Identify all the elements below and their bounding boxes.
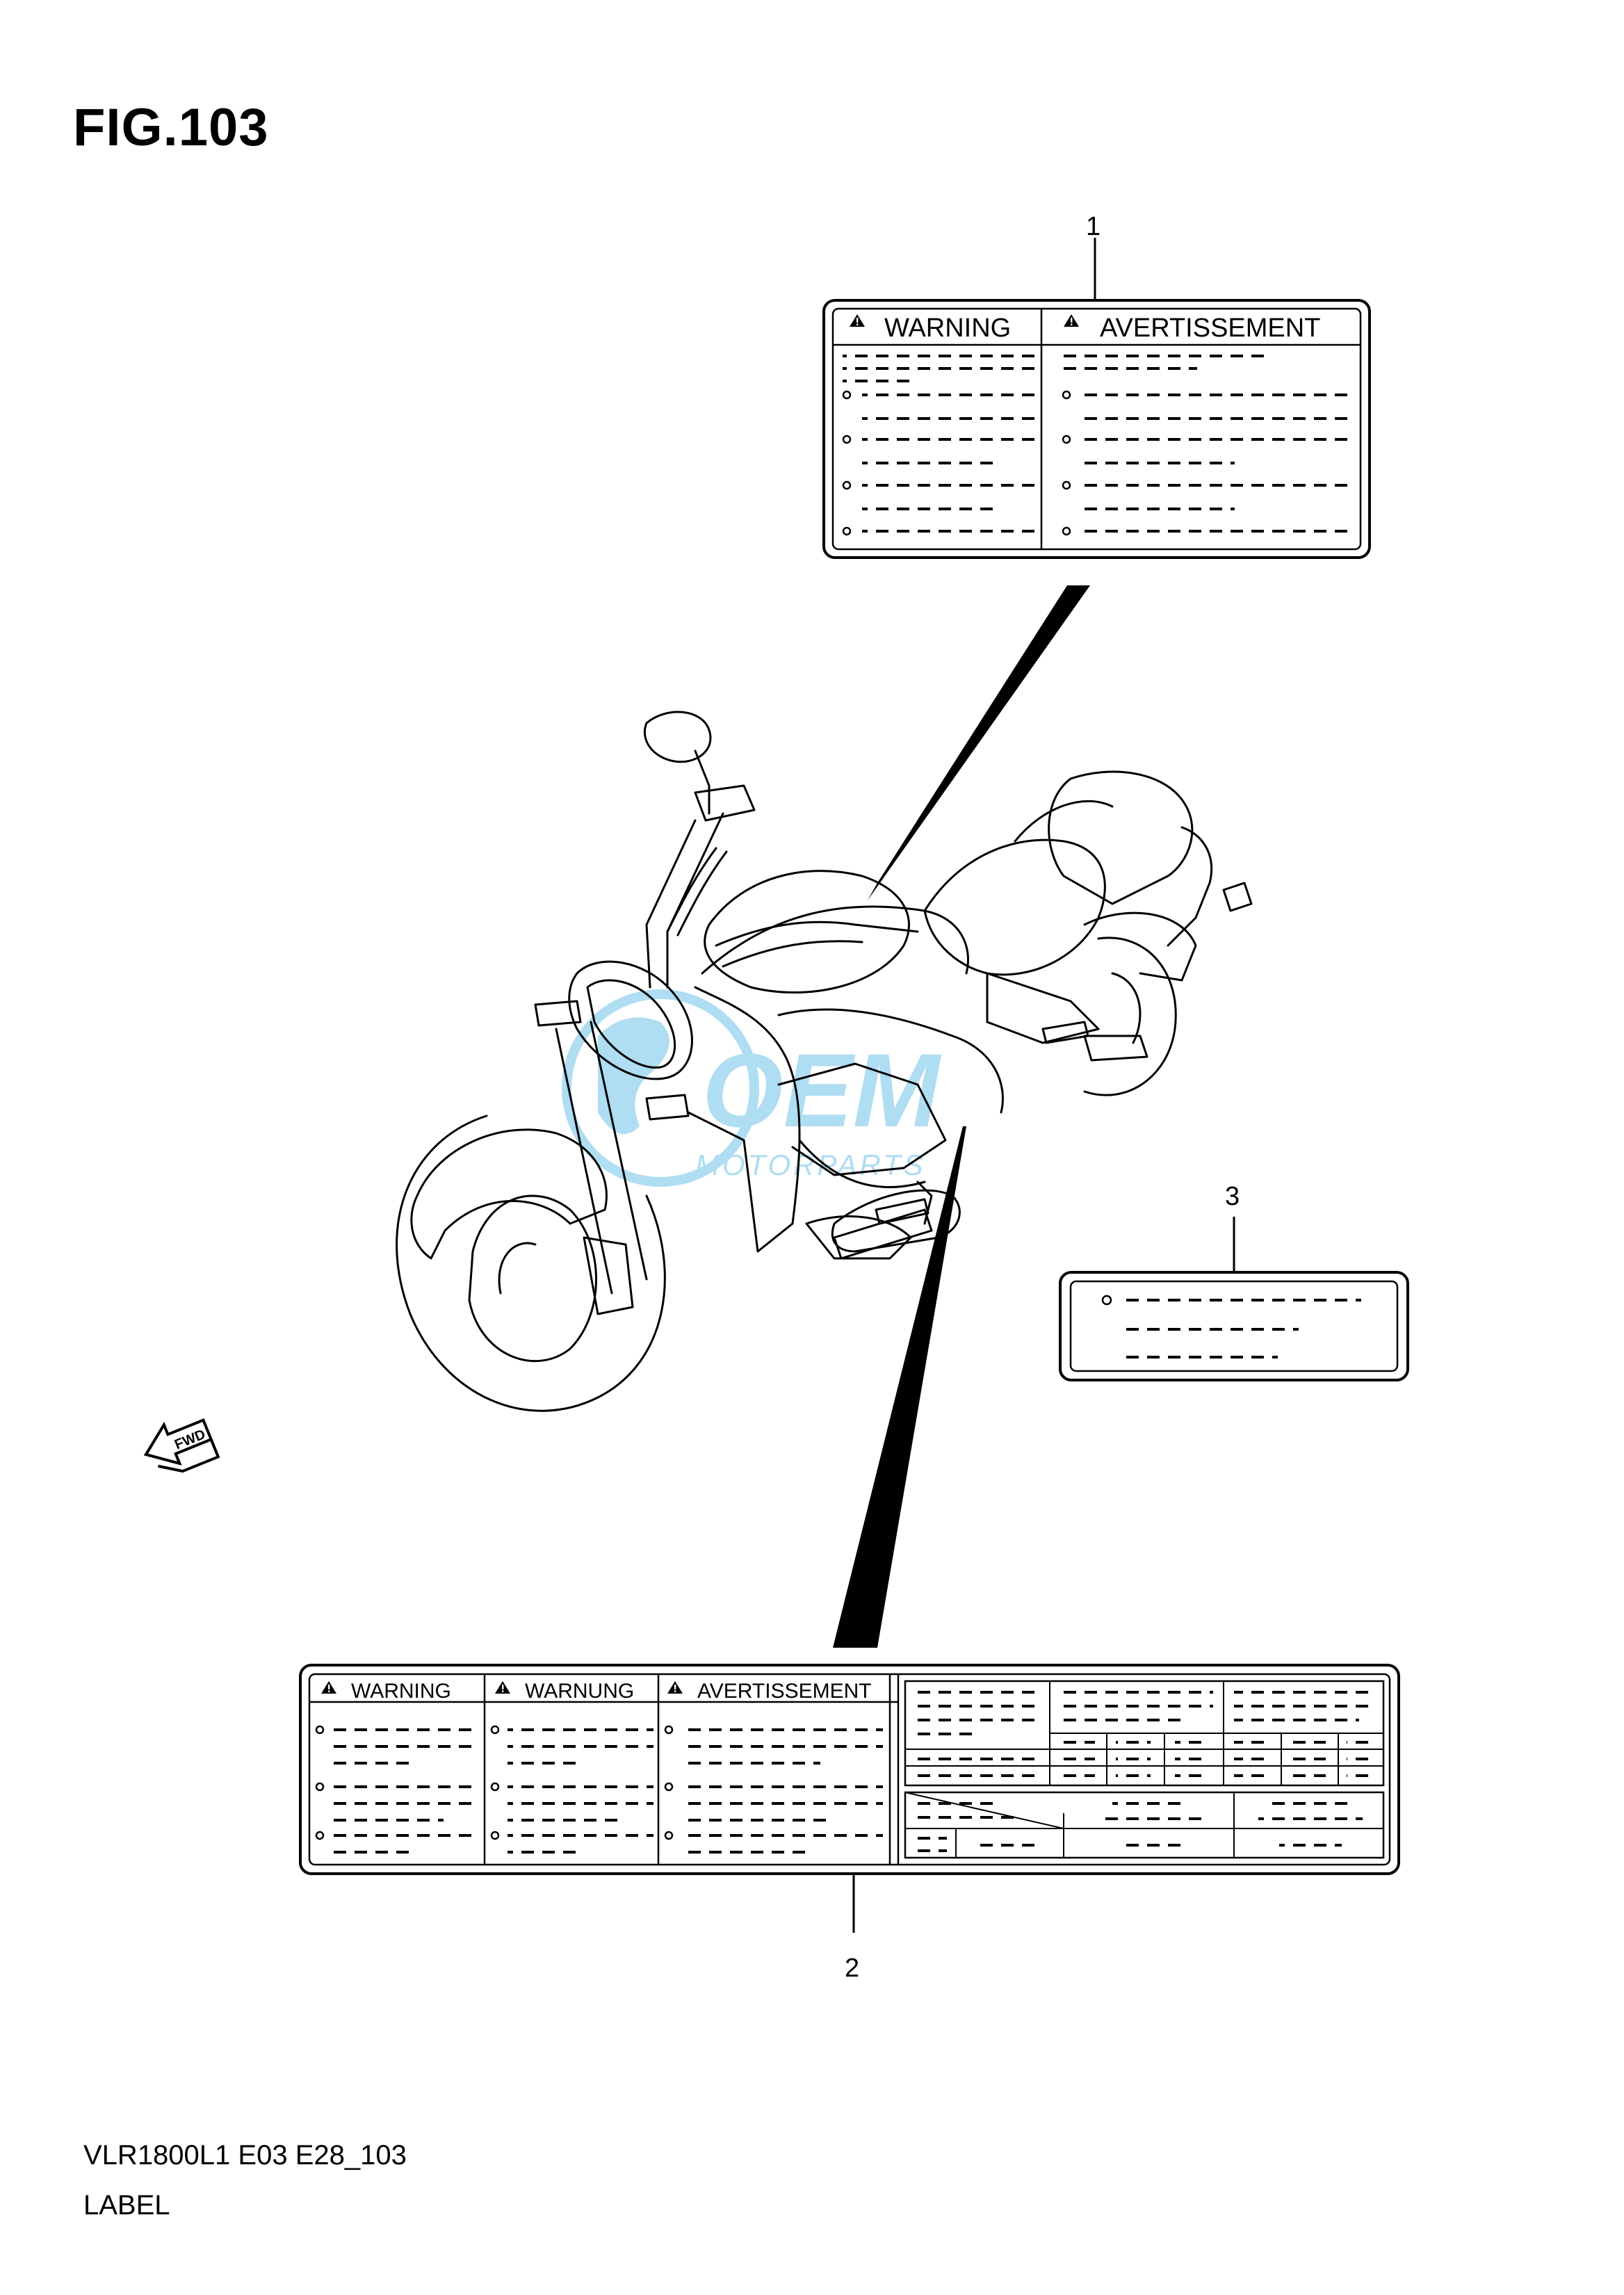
warning-triangle-icon xyxy=(1064,314,1079,327)
callout-1: 1 xyxy=(1086,212,1101,241)
watermark-brand: OEM xyxy=(702,1032,942,1149)
label-2-header-warnung: WARNUNG xyxy=(525,1680,634,1703)
figure-name: LABEL xyxy=(83,2190,170,2221)
figure-code: VLR1800L1 E03 E28_103 xyxy=(83,2140,407,2171)
fwd-arrow-icon: FWD xyxy=(143,1418,220,1473)
warning-triangle-icon xyxy=(667,1681,683,1694)
leader-wedge-1 xyxy=(868,585,1090,900)
motorcycle-illustration xyxy=(396,711,1253,1412)
label-2: WARNING WARNUNG AVERTISSEMENT xyxy=(299,1664,1400,1875)
watermark-sub: MOTORPARTS xyxy=(695,1149,926,1181)
label-2-header-avertissement: AVERTISSEMENT xyxy=(697,1680,872,1703)
warning-triangle-icon xyxy=(495,1681,510,1694)
callout-3: 3 xyxy=(1225,1182,1240,1211)
label-1: WARNING AVERTISSEMENT xyxy=(822,299,1371,559)
leader-wedge-2 xyxy=(833,1126,966,1648)
watermark-logo: OEM MOTORPARTS xyxy=(562,989,942,1187)
label-3 xyxy=(1059,1271,1409,1381)
label-1-header-avertissement: AVERTISSEMENT xyxy=(1100,314,1320,343)
figure-title: FIG.103 xyxy=(73,98,269,157)
label-2-header-warning: WARNING xyxy=(351,1680,451,1703)
callout-2: 2 xyxy=(845,1954,860,1983)
warning-triangle-icon xyxy=(850,314,865,327)
label-1-header-warning: WARNING xyxy=(884,314,1011,343)
warning-triangle-icon xyxy=(321,1681,336,1694)
